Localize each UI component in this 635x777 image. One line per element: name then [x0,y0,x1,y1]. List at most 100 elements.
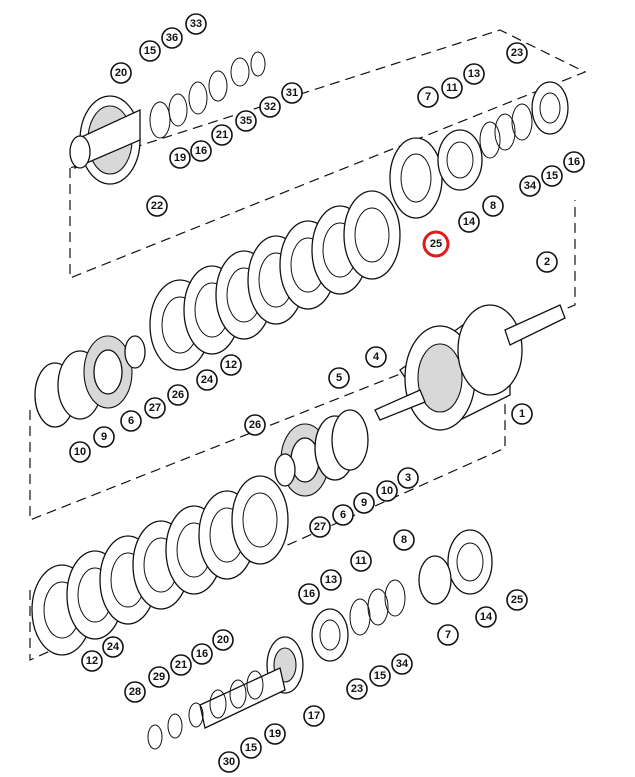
callout-26: 26 [244,414,266,436]
callout-number: 29 [153,671,165,683]
callout-15: 15 [139,40,161,62]
callout-32: 32 [259,96,281,118]
callout-circle [161,27,183,49]
callout-number: 11 [446,82,458,94]
middle-piston-seals [274,409,369,497]
callout-circle [417,86,439,108]
callout-7: 7 [417,86,439,108]
callout-circle [169,147,191,169]
callout-number: 7 [445,629,451,641]
callout-circle [281,82,303,104]
callout-number: 12 [86,655,98,667]
callout-circle [391,653,413,675]
callout-19: 19 [264,723,286,745]
callout-number: 12 [225,359,237,371]
callout-circle [506,42,528,64]
callout-27: 27 [144,397,166,419]
callout-circle [81,650,103,672]
callout-number: 24 [201,374,214,386]
callout-number: 2 [544,256,550,268]
callout-number: 9 [101,431,107,443]
callout-number: 26 [172,389,184,401]
callout-17: 17 [303,705,325,727]
callout-number: 15 [144,45,156,57]
callout-26: 26 [167,384,189,406]
callout-28: 28 [124,681,146,703]
callout-11: 11 [350,550,372,572]
callout-number: 21 [216,129,228,141]
callout-number: 15 [245,742,257,754]
callout-31: 31 [281,82,303,104]
callout-circle [441,77,463,99]
callout-circle [102,636,124,658]
callout-number: 27 [314,521,326,533]
callout-number: 32 [264,101,276,113]
callout-9: 9 [353,492,375,514]
callout-circle [259,96,281,118]
callout-number: 8 [490,200,496,212]
callout-circle [320,569,342,591]
callout-12: 12 [81,650,103,672]
callout-circle [212,629,234,651]
callout-circle [211,124,233,146]
callout-circle [397,467,419,489]
callout-number: 35 [240,115,252,127]
callout-35: 35 [235,110,257,132]
callout-number: 6 [128,415,134,427]
callout-number: 17 [308,710,320,722]
callout-number: 16 [303,588,315,600]
callout-circle [170,654,192,676]
callout-number: 34 [396,658,409,670]
callout-circle [475,606,497,628]
callout-circle [393,529,415,551]
callout-number: 25 [430,238,442,250]
callout-number: 6 [340,509,346,521]
callout-circle [218,751,240,773]
callout-circle [458,211,480,233]
callout-circle [350,550,372,572]
callout-circle [506,589,528,611]
callout-number: 9 [361,497,367,509]
callout-number: 15 [546,170,558,182]
callout-33: 33 [185,13,207,35]
callout-circle [563,151,585,173]
callout-number: 23 [511,47,523,59]
callout-circle [511,403,533,425]
callout-27: 27 [309,516,331,538]
callout-number: 13 [325,574,337,586]
callout-23: 23 [346,678,368,700]
left-piston-seals [34,335,146,428]
callout-10: 10 [69,441,91,463]
callout-number: 28 [129,686,141,698]
callout-circle [120,410,142,432]
callout-circle [196,369,218,391]
upper-clutch-discs [149,137,443,371]
callout-15: 15 [369,665,391,687]
callout-number: 8 [401,534,407,546]
callout-1: 1 [511,403,533,425]
callout-number: 34 [524,180,537,192]
callout-circle [298,583,320,605]
callout-circle [144,397,166,419]
callout-circle [346,678,368,700]
callout-3: 3 [397,467,419,489]
callout-23: 23 [506,42,528,64]
callout-number: 25 [511,594,523,606]
upper-piston-assembly [437,81,569,191]
callout-number: 10 [74,446,86,458]
callout-19: 19 [169,147,191,169]
lower-clutch-outline [29,385,506,661]
callout-circle [303,705,325,727]
callout-8: 8 [393,529,415,551]
callout-number: 16 [196,648,208,660]
callout-circle [146,195,168,217]
callout-25-highlighted: 25 [422,230,450,258]
callout-circle [328,367,350,389]
clutch-housing-shaft [374,304,566,431]
callout-circle [93,426,115,448]
middle-outline [29,200,576,521]
callout-circle [437,624,459,646]
callout-number: 20 [115,67,127,79]
callout-21: 21 [170,654,192,676]
